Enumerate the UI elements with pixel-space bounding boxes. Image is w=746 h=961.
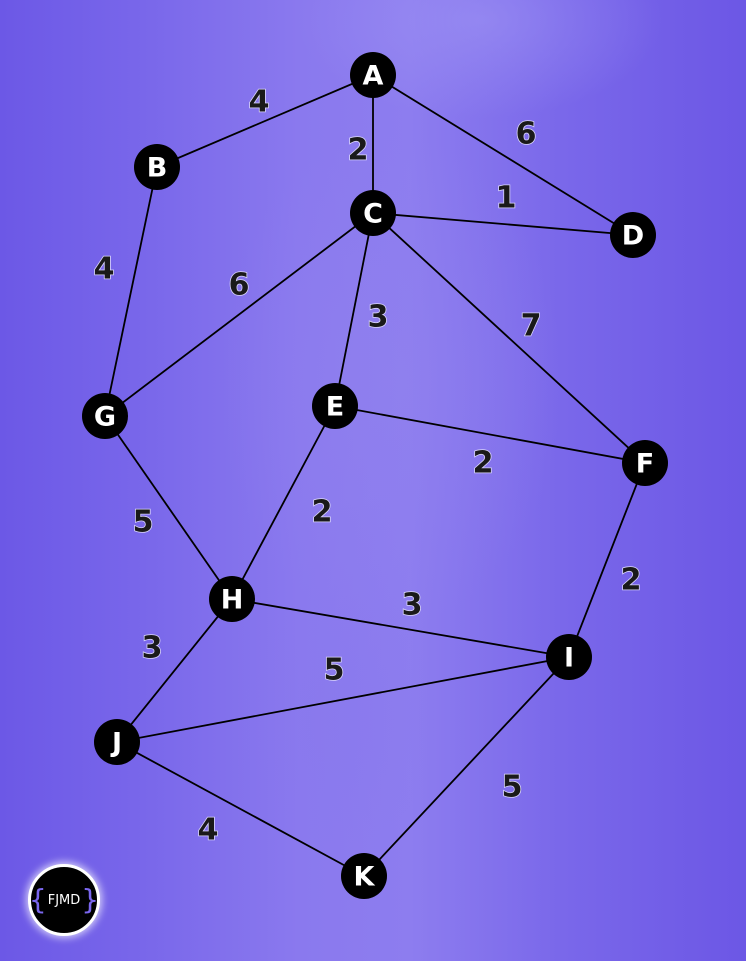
fjmd-logo: { FJMD } xyxy=(28,864,100,936)
node-circle-c xyxy=(350,190,396,236)
edges-layer xyxy=(104,74,646,877)
edge-weight-f-i: 2 xyxy=(621,563,642,598)
node-label-h: H xyxy=(221,585,244,616)
logo-left-brace: { xyxy=(28,883,47,916)
node-circle-h xyxy=(209,576,255,622)
logo-right-brace: } xyxy=(81,883,100,916)
node-j: J xyxy=(94,719,140,765)
node-d: D xyxy=(610,212,656,258)
edge-e-f xyxy=(334,405,646,464)
edge-c-g xyxy=(104,212,374,417)
edge-weight-i-k: 5 xyxy=(502,770,523,805)
edge-weight-c-d: 1 xyxy=(496,181,517,216)
node-circle-i xyxy=(546,634,592,680)
edge-a-b xyxy=(156,74,374,168)
edge-weight-g-h: 5 xyxy=(133,505,154,540)
node-circle-j xyxy=(94,719,140,765)
edge-weight-a-c: 2 xyxy=(348,133,369,168)
edge-a-d xyxy=(372,74,634,236)
edge-e-h xyxy=(231,405,336,600)
node-label-i: I xyxy=(564,643,574,674)
node-label-j: J xyxy=(110,728,122,759)
edge-weight-c-e: 3 xyxy=(368,300,389,335)
edge-weight-e-f: 2 xyxy=(473,446,494,481)
node-h: H xyxy=(209,576,255,622)
node-circle-d xyxy=(610,212,656,258)
edge-h-j xyxy=(116,598,233,743)
node-a: A xyxy=(350,52,396,98)
edge-weight-h-j: 3 xyxy=(142,631,163,666)
edge-weight-c-g: 6 xyxy=(229,268,250,303)
node-label-e: E xyxy=(326,392,344,423)
nodes-layer: A B C D E F G H I J K xyxy=(82,52,668,899)
node-label-b: B xyxy=(147,153,168,184)
edge-h-i xyxy=(231,598,570,658)
node-label-f: F xyxy=(636,449,654,480)
node-circle-f xyxy=(622,440,668,486)
node-k: K xyxy=(341,853,387,899)
node-label-c: C xyxy=(363,199,383,230)
logo-text: FJMD xyxy=(47,892,81,908)
edge-weight-j-k: 4 xyxy=(198,813,219,848)
node-f: F xyxy=(622,440,668,486)
edge-weight-h-i: 3 xyxy=(402,588,423,623)
node-b: B xyxy=(134,144,180,190)
edge-weight-b-g: 4 xyxy=(94,252,115,287)
node-label-g: G xyxy=(94,402,116,433)
node-c: C xyxy=(350,190,396,236)
node-label-a: A xyxy=(363,61,384,92)
edge-weight-a-b: 4 xyxy=(249,85,270,120)
edge-weights-layer: 4 2 6 1 4 6 3 7 2 5 2 2 3 3 5 4 5 xyxy=(93,84,642,849)
edge-weight-c-f: 7 xyxy=(521,309,542,344)
edge-i-k xyxy=(363,656,570,877)
node-label-k: K xyxy=(354,862,376,893)
edge-weight-e-h: 2 xyxy=(312,495,333,530)
node-circle-b xyxy=(134,144,180,190)
edge-c-f xyxy=(372,212,646,464)
edge-c-e xyxy=(334,212,374,407)
edge-g-h xyxy=(104,415,233,600)
edge-c-d xyxy=(372,212,634,236)
node-label-d: D xyxy=(622,221,644,252)
node-circle-k xyxy=(341,853,387,899)
node-circle-g xyxy=(82,393,128,439)
node-circle-a xyxy=(350,52,396,98)
edge-b-g xyxy=(104,166,158,417)
edge-weight-a-d: 6 xyxy=(516,117,537,152)
node-e: E xyxy=(312,383,358,429)
edge-j-k xyxy=(116,741,365,877)
edge-weight-j-i: 5 xyxy=(324,653,345,688)
node-i: I xyxy=(546,634,592,680)
node-circle-e xyxy=(312,383,358,429)
edge-j-i xyxy=(116,656,570,743)
node-g: G xyxy=(82,393,128,439)
edge-f-i xyxy=(568,462,646,658)
